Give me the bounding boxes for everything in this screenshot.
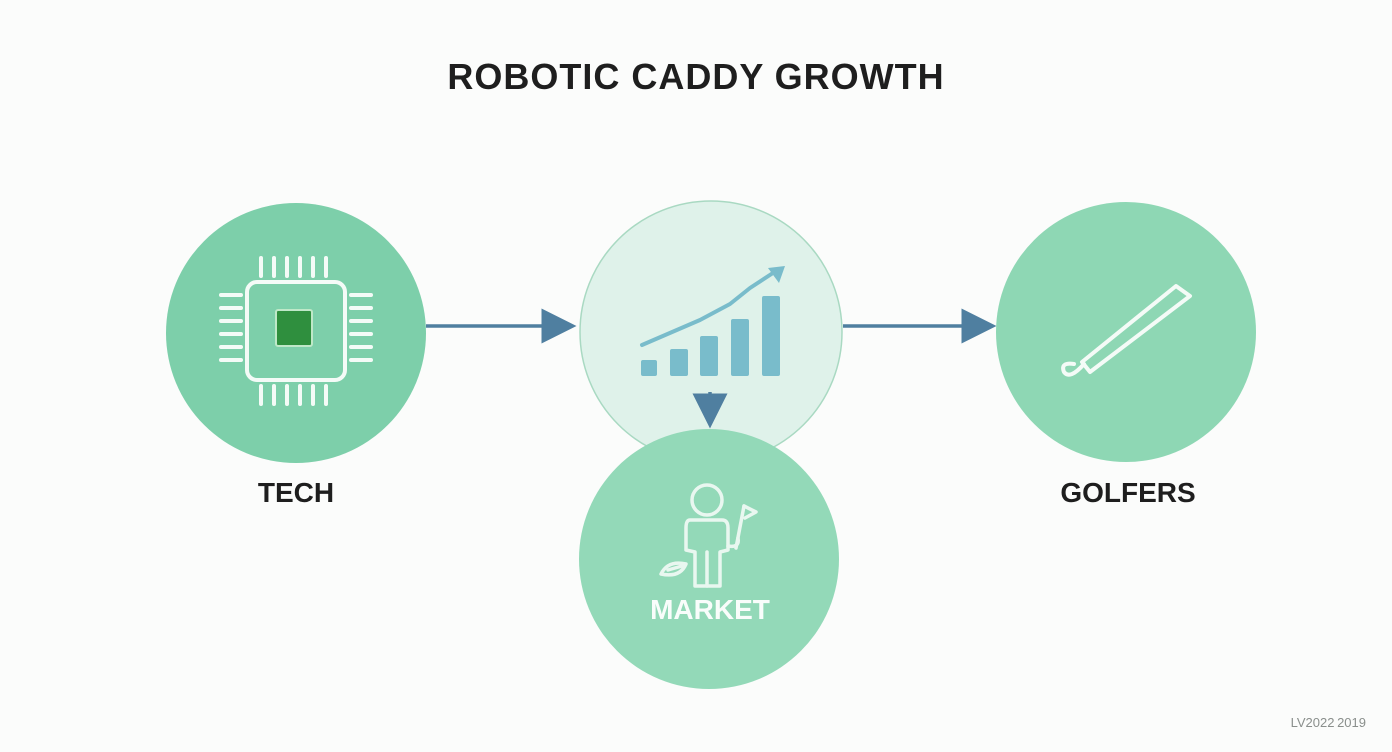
chip-core — [275, 309, 313, 347]
node-golfers-label: GOLFERS — [1060, 477, 1196, 508]
node-golfers-circle — [996, 202, 1256, 462]
growth-chart-icon — [640, 266, 785, 376]
golf-club-icon — [1061, 284, 1192, 377]
diagram-title: ROBOTIC CADDY GROWTH — [447, 56, 945, 97]
node-golfers — [996, 202, 1256, 462]
node-market — [579, 429, 839, 689]
microchip-icon — [219, 256, 373, 406]
node-growth — [579, 200, 843, 464]
watermark: LV2022 2019 — [1290, 715, 1366, 730]
node-market-circle — [579, 429, 839, 689]
node-market-label: MARKET — [650, 594, 770, 625]
golfer-person-icon — [659, 483, 758, 588]
node-tech — [166, 203, 426, 463]
node-growth-circle — [579, 200, 843, 464]
node-tech-label: TECH — [257, 477, 335, 508]
